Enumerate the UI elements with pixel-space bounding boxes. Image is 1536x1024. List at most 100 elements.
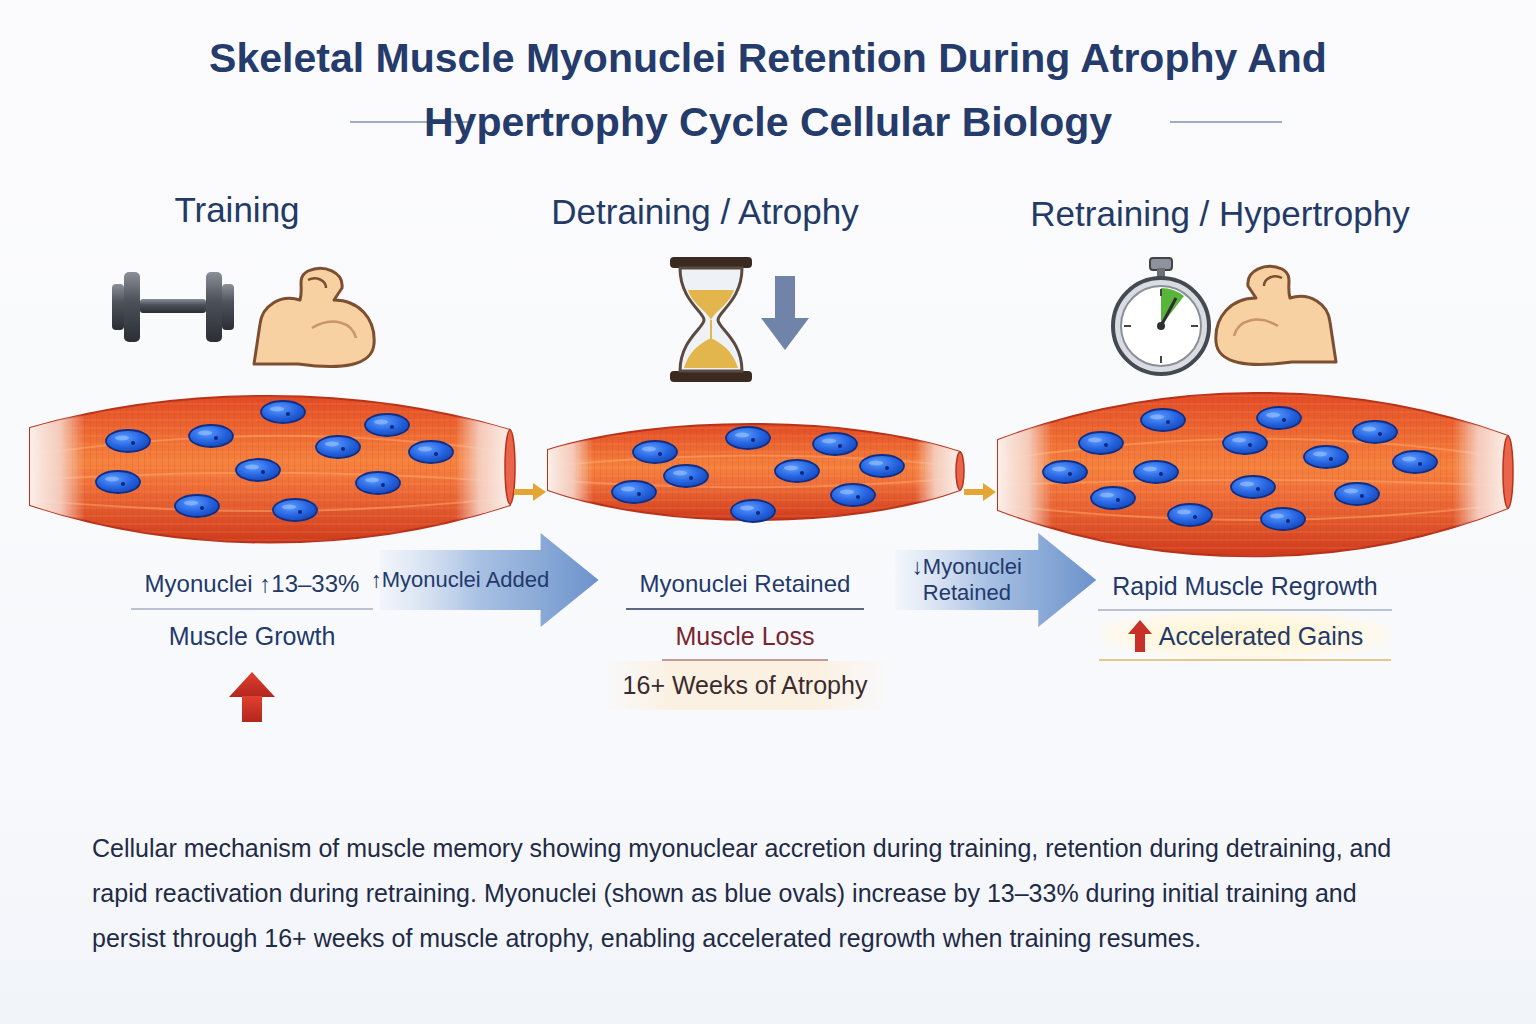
drawing-circle [1121,286,1201,366]
drawing-use [775,460,819,482]
drawing-path [688,290,734,320]
drawing-use [1168,504,1212,526]
gain-text: Accelerated Gains [1159,622,1363,651]
stage-summary: Rapid Muscle RegrowthAccelerated Gains [1098,560,1391,661]
drawing-polygon [533,483,546,501]
drawing-use [1353,421,1397,443]
outcome-text: Muscle Loss [662,610,829,661]
drawing-circle [1157,322,1165,330]
drawing-line [30,971,1506,973]
drawing-rect [775,276,795,320]
drawing-use [633,441,677,463]
drawing-rect [140,299,206,313]
drawing-line [1160,356,1162,363]
drawing-path [680,268,742,371]
drawing-rect [1453,375,1508,575]
drawing-use [1335,483,1379,505]
muscle-fiber [548,410,964,535]
drawing-rect [112,284,124,330]
drawing-use [1043,461,1087,483]
drawing-use [831,484,875,506]
drawing-rect [514,489,534,495]
drawing-g [998,375,1508,575]
drawing-ellipse [1503,436,1513,508]
drawing-line [30,804,1506,806]
drawing-circle [1113,278,1209,374]
drawing-polygon [761,318,809,350]
drawing-use [409,441,453,463]
drawing-use [273,499,317,521]
drawing-rect [964,489,984,495]
drawing-use [1261,508,1305,530]
drawing-use [664,465,708,487]
drawing-polygon [229,672,275,697]
duration-text: 16+ Weeks of Atrophy [601,661,890,710]
arrow-label: ↓Myonuclei Retained [885,554,1048,606]
drawing-path [1161,288,1184,326]
growth-arrow [229,672,275,722]
stat-text: Myonuclei Retained [626,560,865,610]
drawing-line [1160,289,1162,296]
drawing-rect [222,284,234,330]
drawing-use [726,427,770,449]
drawing-rect [670,257,752,268]
stage-summary: Myonuclei ↑13–33%Muscle Growth [131,560,374,659]
stage-heading: Training [174,190,299,230]
drawing-path [30,436,510,511]
drawing-rect [30,380,510,560]
drawing-ellipse [956,452,964,490]
drawing-use [261,401,305,423]
drawing-line [1170,121,1282,123]
drawing-rect [206,272,222,342]
arrow-label: ↑Myonuclei Added [369,567,550,593]
drawing-rect [998,375,1508,575]
drawing-g [30,380,510,560]
drawing-ellipse [505,430,515,504]
drawing-use [236,459,280,481]
stopwatch-icon [1113,258,1209,374]
stage-heading: Detraining / Atrophy [551,192,858,232]
drawing-use [1304,446,1348,468]
drawing-use [175,495,219,517]
flexed-arm-icon [254,268,374,366]
drawing-use [106,430,150,452]
drawing-use [1141,409,1185,431]
drawing-use [612,481,656,503]
drawing-use [1134,461,1178,483]
drawing-use [1393,451,1437,473]
highlight-row: Accelerated Gains [1099,611,1391,661]
drawing-use [189,425,233,447]
drawing-use [1223,432,1267,454]
up-arrow-icon [1127,619,1153,653]
down-arrow-icon [761,276,809,350]
drawing-line [1161,298,1176,326]
drawing-use [731,500,775,522]
muscle-fiber [998,375,1513,575]
drawing-rect [670,371,752,382]
stage-summary: Myonuclei RetainedMuscle Loss16+ Weeks o… [601,560,890,710]
stage-heading: Retraining / Hypertrophy [1030,194,1409,234]
drawing-rect [548,410,960,535]
drawing-use [316,436,360,458]
drawing-rect [455,380,510,560]
drawing-use [813,433,857,455]
drawing-path [548,456,960,488]
drawing-g [548,410,960,535]
drawing-use [96,471,140,493]
drawing-use [1216,266,1336,364]
drawing-use [254,268,374,366]
flexed-arm-icon [1216,266,1336,364]
drawing-line [710,320,712,345]
drawing-use [1079,432,1123,454]
outcome-text: Rapid Muscle Regrowth [1098,560,1391,611]
drawing-polygon [983,483,996,501]
drawing-use [1091,487,1135,509]
drawing-line [1124,325,1131,327]
drawing-rect [548,410,593,535]
hourglass-icon [670,257,752,382]
transition-arrow [514,483,996,501]
stat-text: Myonuclei ↑13–33% [131,560,374,610]
title: Skeletal Muscle Myonuclei Retention Duri… [118,26,1418,154]
